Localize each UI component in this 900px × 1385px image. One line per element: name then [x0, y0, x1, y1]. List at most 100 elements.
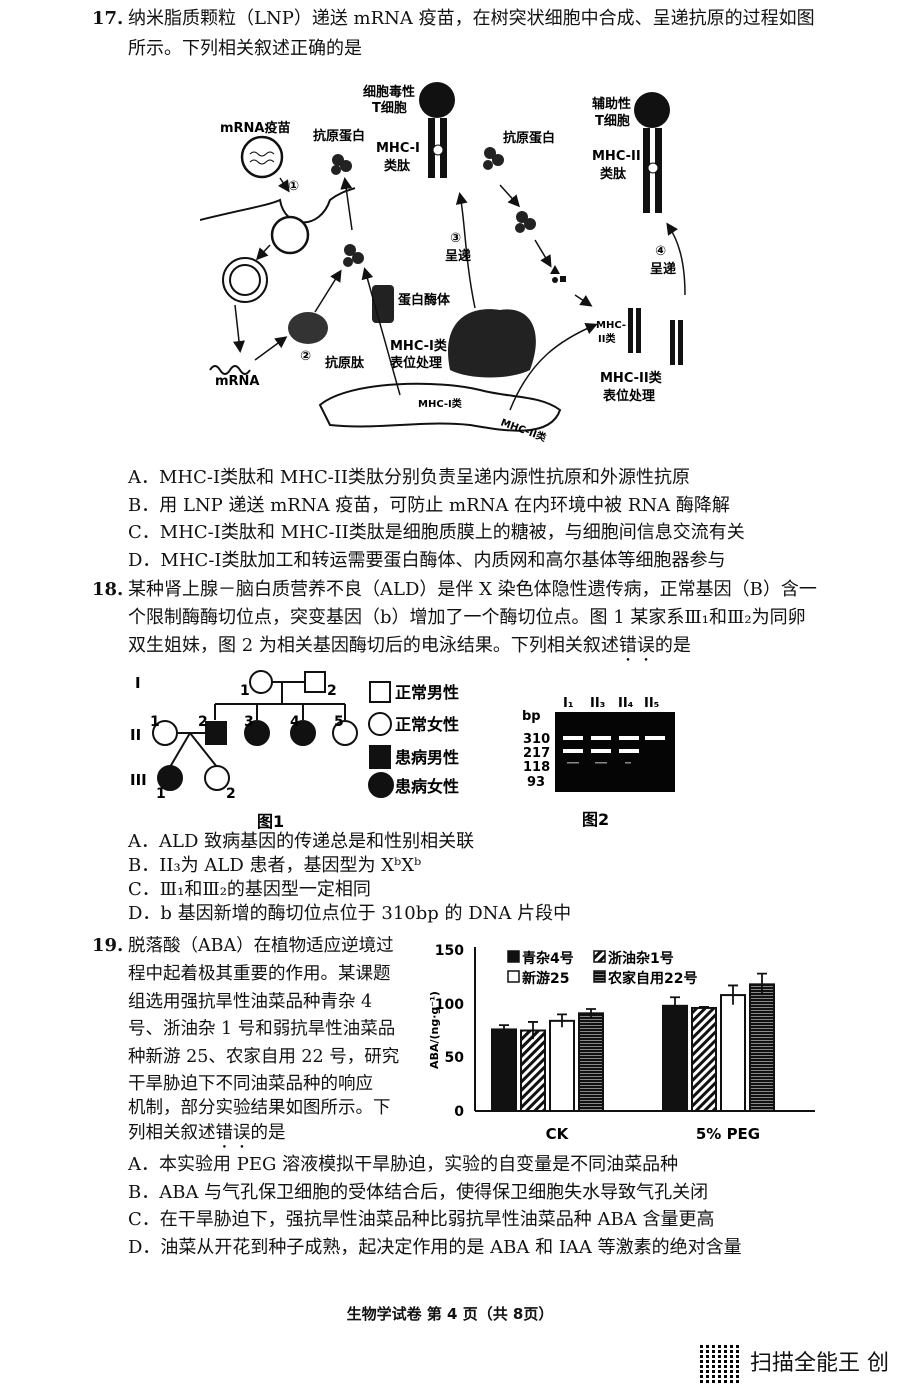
error-bar-2-1 — [728, 984, 738, 1005]
label-helper-t-cell-2: T细胞 — [595, 113, 630, 129]
proteasome-icon — [372, 285, 394, 323]
label-mrna: mRNA — [215, 374, 260, 389]
question-18-number: 18. — [92, 579, 124, 600]
label-mhc1-processing: MHC-I类 — [390, 338, 448, 354]
label-present-4: 呈递 — [650, 261, 676, 277]
bar-3-1 — [749, 983, 775, 1113]
mrna-strand — [209, 365, 251, 375]
legend-label: 青杂4号 — [522, 950, 574, 967]
pedigree-number: 1 — [240, 683, 250, 699]
label-step-2: ② — [300, 349, 311, 364]
legend-swatch — [507, 970, 520, 983]
stem-emphasis: 错误 — [215, 1123, 251, 1143]
q19-stem-line: 脱落酸（ABA）在植物适应逆境过 — [128, 936, 394, 956]
label-mhc1-peptide-2: 类肽 — [384, 158, 411, 174]
pedigree-number: 5 — [334, 714, 344, 730]
x-category-label: 5% PEG — [696, 1125, 760, 1143]
page-footer: 生物学试卷 第 4 页（共 8页） — [346, 1305, 554, 1323]
electrophoresis-gel — [555, 712, 675, 792]
q17-option-a: A．MHC-I类肽和 MHC-II类肽分别负责呈递内源性抗原和外源性抗原 — [128, 467, 691, 488]
generation-ii: II — [130, 726, 141, 744]
legend-affected-female: 患病女性 — [395, 777, 459, 796]
legend-label: 新游25 — [522, 970, 569, 987]
question-17-stem-line2: 所示。下列相关叙述正确的是 — [128, 38, 362, 59]
cytotoxic-t-cell-icon — [419, 82, 455, 178]
q19-stem-line: 号、浙油杂 1 号和弱抗旱性油菜品 — [128, 1019, 396, 1039]
label-mhc1-class: MHC-I类 — [418, 397, 462, 410]
q19-stem-line: 程中起着极其重要的作用。某课题 — [128, 964, 391, 984]
cell-membrane — [200, 187, 356, 224]
y-tick-label: 50 — [445, 1050, 465, 1066]
question-19-number: 19. — [92, 935, 124, 956]
error-bar-1-1 — [699, 1005, 709, 1010]
stem-emphasis: 错误 — [618, 635, 655, 656]
lnp-vaccine-icon — [222, 135, 310, 303]
band-size: 118 — [523, 760, 550, 775]
bar-3-0 — [578, 1012, 604, 1112]
stem-text-end: 的是 — [654, 635, 691, 656]
figure-1-caption: 图1 — [257, 812, 284, 831]
error-bar-3-0 — [586, 1008, 596, 1018]
band-size: 217 — [523, 746, 550, 761]
pedigree-chart — [152, 670, 394, 798]
pedigree-number: 2 — [198, 714, 208, 730]
bar-0-1 — [662, 1004, 688, 1112]
generation-iii: III — [130, 771, 147, 789]
label-mhc2-class: MHC-II类 — [499, 416, 548, 444]
figure-2-caption: 图2 — [582, 810, 609, 829]
y-tick-label: 0 — [454, 1104, 464, 1120]
bar-0-0 — [491, 1028, 517, 1112]
process-arrow — [233, 177, 686, 411]
gel-unit: bp — [522, 709, 541, 724]
label-mhc1-peptide: MHC-I — [376, 141, 420, 156]
label-cytotoxic-t-cell: 细胞毒性 — [363, 84, 415, 100]
label-mhc2-small-2: II类 — [598, 332, 615, 345]
label-antigen-protein-right: 抗原蛋白 — [503, 130, 555, 146]
bar-1-1 — [691, 1006, 717, 1112]
endoplasmic-reticulum-icon — [318, 382, 562, 432]
legend-swatch — [507, 950, 520, 963]
bar-2-0 — [549, 1019, 575, 1112]
q18-option-d: D．b 基因新增的酶切位点位于 310bp 的 DNA 片段中 — [128, 903, 572, 924]
legend-swatch — [593, 970, 606, 983]
label-mhc2-processing-2: 表位处理 — [602, 388, 655, 404]
y-tick-label: 150 — [435, 943, 464, 959]
q19-option-b: B．ABA 与气孔保卫细胞的受体结合后，使得保卫细胞失水导致气孔关闭 — [128, 1182, 709, 1203]
y-axis-label: ABA/(ng·g⁻¹) — [428, 991, 441, 1069]
q17-option-d: D．MHC-I类肽加工和转运需要蛋白酶体、内质网和高尔基体等细胞器参与 — [128, 550, 726, 571]
golgi-icon — [448, 309, 536, 378]
ribosome-icon — [288, 312, 328, 344]
q17-option-b: B．用 LNP 递送 mRNA 疫苗，可防止 mRNA 在内环境中被 RNA 酶… — [128, 495, 730, 516]
q19-stem-line: 机制，部分实验结果如图所示。下 — [128, 1098, 391, 1118]
legend-normal-female: 正常女性 — [395, 715, 459, 734]
q18-option-b: B．II₃为 ALD 患者，基因型为 XᵇXᵇ — [128, 855, 422, 876]
stem-text: 双生姐妹，图 2 为相关基因酶切后的电泳结果。下列相关叙述 — [128, 635, 619, 656]
lane-label: II₄ — [618, 696, 634, 711]
q19-option-c: C．在干旱胁迫下，强抗旱性油菜品种比弱抗旱性油菜品种 ABA 含量更高 — [128, 1209, 715, 1230]
q19-stem-line: 组选用强抗旱性油菜品种青杂 4 — [128, 992, 373, 1012]
q19-stem-line: 干旱胁迫下不同油菜品种的响应 — [128, 1074, 373, 1094]
stem-text: 列相关叙述 — [128, 1123, 216, 1143]
q18-option-a: A．ALD 致病基因的传递总是和性别相关联 — [128, 831, 475, 852]
label-antigen-peptide: 抗原肽 — [325, 355, 365, 371]
label-mhc1-processing-2: 表位处理 — [389, 355, 442, 371]
pedigree-number: 3 — [244, 714, 254, 730]
label-present-3: 呈递 — [445, 248, 471, 264]
qr-code-icon — [700, 1345, 742, 1383]
label-mhc2-small: MHC- — [596, 320, 626, 331]
label-step-1: ① — [288, 179, 299, 194]
legend-affected-male: 患病男性 — [395, 748, 459, 767]
question-18-stem-line1: 某种肾上腺－脑白质营养不良（ALD）是伴 X 染色体隐性遗传病，正常基因（B）含… — [128, 579, 817, 600]
label-mhc2-peptide-2: 类肽 — [600, 166, 627, 182]
label-step-3: ③ — [450, 231, 461, 246]
error-bar-0-1 — [670, 996, 680, 1015]
mhc-ii-molecule-icon — [628, 308, 683, 365]
helper-t-cell-icon — [634, 92, 670, 213]
watermark-text: 扫描全能王 创 — [750, 1351, 889, 1376]
q19-stem-line: 种新游 25、农家自用 22 号，研究 — [128, 1047, 400, 1067]
question-17-number: 17. — [92, 8, 124, 29]
q17-option-c: C．MHC-I类肽和 MHC-II类肽是细胞质膜上的糖被，与细胞间信息交流有关 — [128, 522, 745, 543]
bar-2-1 — [720, 994, 746, 1112]
label-antigen-protein-left: 抗原蛋白 — [313, 128, 365, 144]
